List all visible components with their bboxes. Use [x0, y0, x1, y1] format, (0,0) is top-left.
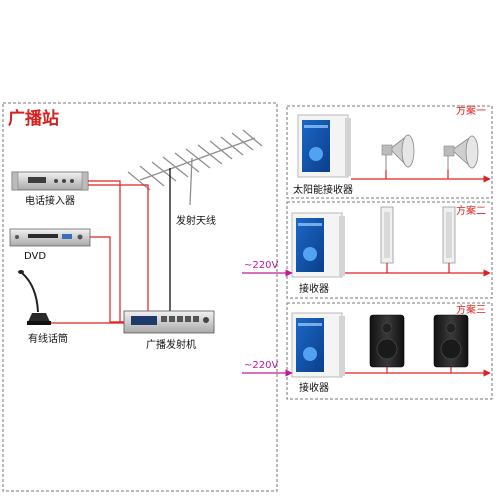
station-border [2, 102, 278, 492]
scheme-2-label: 方案二 [456, 204, 486, 217]
scheme-2-border [286, 201, 493, 299]
receiver-icon [291, 212, 345, 278]
phone-unit-label: 电话接入器 [25, 194, 75, 207]
station-wiring [51, 180, 149, 324]
column-speaker-icon [442, 206, 456, 264]
scheme-1-receiver-label: 太阳能接收器 [293, 183, 353, 196]
antenna-icon [127, 129, 263, 206]
wall-speaker-icon [369, 314, 405, 368]
horn-speaker-icon [381, 134, 415, 170]
antenna-label: 发射天线 [176, 214, 216, 227]
transmitter-label: 广播发射机 [146, 338, 196, 351]
scheme-3-label: 方案三 [456, 303, 486, 316]
scheme-2-receiver-label: 接收器 [299, 282, 329, 295]
scheme-3-receiver-label: 接收器 [299, 381, 329, 394]
wired-mic-label: 有线话筒 [28, 332, 68, 345]
solar-receiver-icon [297, 114, 351, 178]
horn-speaker-icon [443, 135, 479, 170]
dvd-label: DVD [24, 251, 46, 262]
station-title: 广播站 [8, 108, 59, 129]
transmitter-icon [123, 310, 215, 334]
scheme-3-wiring [345, 367, 491, 377]
scheme-2-power-label: ~220V [244, 260, 278, 271]
receiver-icon [291, 312, 345, 378]
scheme-1-border [286, 105, 493, 199]
scheme-1-label: 方案一 [456, 104, 486, 117]
dvd-player-icon [9, 228, 91, 247]
wall-speaker-icon [433, 314, 469, 368]
scheme-1-wiring [351, 170, 491, 183]
microphone-icon [18, 270, 51, 325]
phone-unit-icon [11, 171, 89, 191]
scheme-2-wiring [345, 263, 491, 277]
column-speaker-icon [380, 206, 394, 264]
scheme-3-border [286, 302, 493, 400]
scheme-3-power-label: ~220V [244, 360, 278, 371]
